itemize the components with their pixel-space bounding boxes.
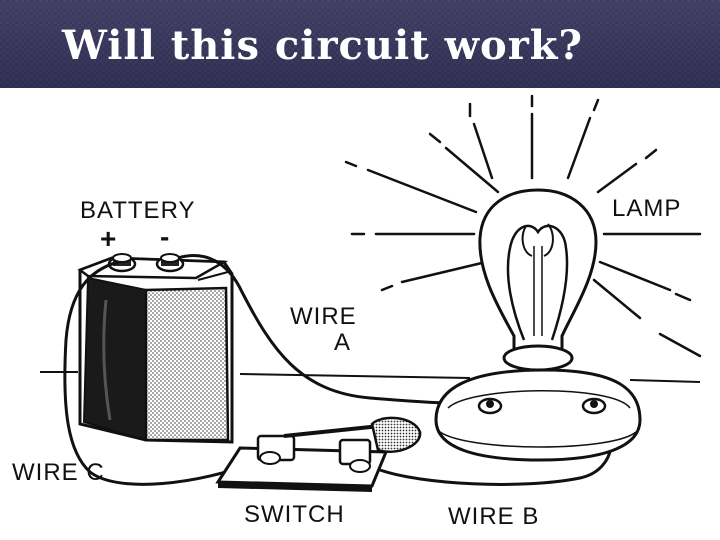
label-wire-a-line1: WIRE bbox=[290, 303, 357, 330]
battery-terminal-positive bbox=[107, 253, 137, 273]
lamp-rays bbox=[344, 94, 702, 358]
switch bbox=[215, 416, 422, 492]
label-lamp: LAMP bbox=[612, 195, 681, 222]
wire-c bbox=[63, 260, 257, 486]
label-switch: SWITCH bbox=[244, 501, 345, 528]
circuit-diagram: BATTERY + - LAMP WIRE A WIRE C SWITCH WI… bbox=[12, 94, 702, 530]
label-battery: BATTERY bbox=[80, 197, 195, 224]
lamp-terminal-left bbox=[477, 397, 503, 415]
label-wire-b: WIRE B bbox=[448, 503, 539, 530]
label-battery-negative: - bbox=[160, 221, 169, 252]
battery bbox=[77, 256, 234, 444]
slide-title: Will this circuit work? bbox=[62, 22, 583, 69]
lamp-bulb bbox=[478, 188, 598, 372]
wire-a bbox=[177, 254, 491, 406]
title-bar: Will this circuit work? bbox=[0, 0, 720, 88]
label-wire-a-line2: A bbox=[334, 329, 351, 356]
table-edge-right bbox=[239, 373, 471, 379]
battery-terminal-negative bbox=[155, 253, 185, 273]
lamp-base bbox=[434, 368, 642, 462]
label-battery-positive: + bbox=[100, 223, 116, 254]
label-wire-c: WIRE C bbox=[12, 459, 105, 486]
lamp-terminal-right bbox=[581, 397, 607, 415]
table-edge-far-right bbox=[629, 379, 701, 383]
